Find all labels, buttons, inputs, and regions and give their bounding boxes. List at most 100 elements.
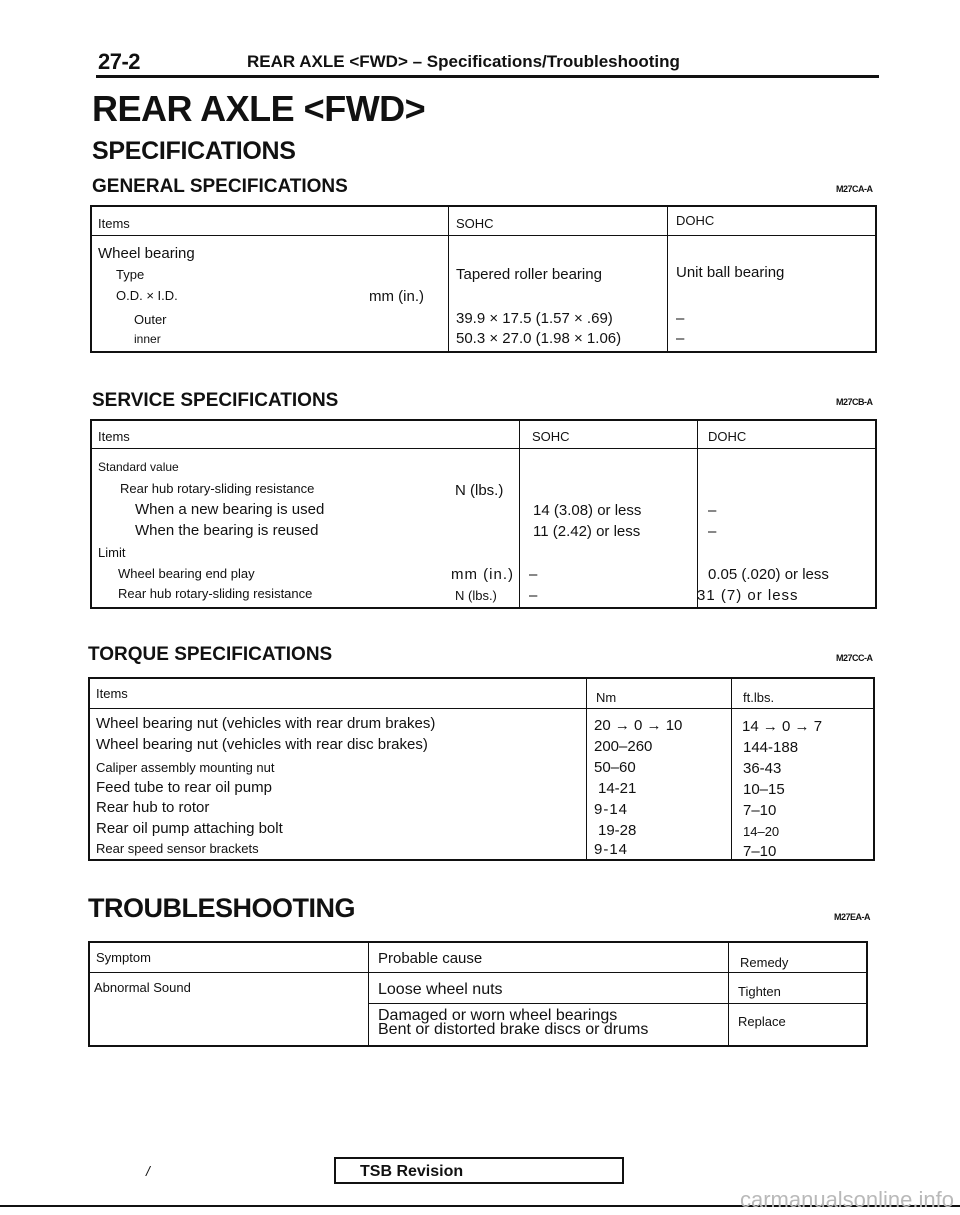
rear-hub-resistance-unit: N (lbs.): [455, 482, 504, 499]
col-dohc: DOHC: [708, 429, 747, 444]
col-symptom: Symptom: [96, 950, 151, 965]
table-top-rule: [88, 941, 868, 943]
table-border: [90, 419, 877, 609]
header-divider: [90, 448, 877, 449]
row-divider: [368, 1003, 868, 1004]
end-play-dohc: 0.05 (.020) or less: [708, 566, 829, 583]
service-specifications-heading: SERVICE SPECIFICATIONS: [92, 390, 339, 411]
end-play-sohc: –: [529, 566, 538, 583]
cause-distorted-discs: Bent or distorted brake discs or drums: [378, 1021, 649, 1038]
troubleshooting-section-code: M27EA-A: [834, 912, 871, 922]
new-bearing-sohc: 14 (3.08) or less: [533, 502, 642, 519]
torque-item: Wheel bearing nut (vehicles with rear di…: [96, 736, 428, 753]
column-divider: [368, 941, 369, 1047]
symptom-abnormal-sound: Abnormal Sound: [94, 980, 191, 995]
torque-ftlbs: 14 → 0 → 7: [742, 718, 823, 735]
torque-section-code: M27CC-A: [836, 653, 873, 663]
reused-bearing-sohc: 11 (2.42) or less: [533, 523, 641, 540]
cause-loose-wheel-nuts: Loose wheel nuts: [378, 981, 503, 998]
row-od-id: O.D. × I.D.: [116, 288, 178, 303]
col-sohc: SOHC: [456, 216, 494, 231]
stray-mark: /: [146, 1163, 150, 1179]
torque-ftlbs: 36-43: [743, 760, 782, 777]
torque-nm: 9-14: [594, 841, 629, 858]
remedy-tighten: Tighten: [738, 984, 781, 999]
column-divider: [586, 677, 587, 861]
torque-ftlbs: 7–10: [743, 802, 777, 819]
column-divider: [728, 941, 729, 1047]
header-divider: [88, 708, 875, 709]
troubleshooting-heading: TROUBLESHOOTING: [88, 893, 356, 923]
torque-ftlbs: 10–15: [743, 781, 785, 798]
row-wheel-bearing: Wheel bearing: [98, 245, 195, 262]
col-items: Items: [96, 686, 128, 701]
general-section-code: M27CA-A: [836, 184, 873, 194]
row-new-bearing: When a new bearing is used: [135, 501, 325, 518]
table-border: [90, 205, 877, 353]
table-right-rule: [866, 941, 868, 1047]
reused-bearing-dohc: –: [708, 523, 717, 540]
table-bottom-rule: [88, 1045, 868, 1047]
torque-ftlbs: 14–20: [743, 824, 780, 839]
column-divider: [519, 419, 520, 609]
limit-resistance-dohc: 31 (7) or less: [697, 587, 799, 604]
torque-nm: 19-28: [598, 822, 637, 839]
col-items: Items: [98, 429, 130, 444]
header-divider: [88, 972, 868, 973]
running-title: REAR AXLE <FWD> – Specifications/Trouble…: [247, 52, 680, 71]
page-number: 27-2: [98, 49, 141, 74]
outer-dohc: –: [676, 310, 685, 327]
limit-resistance-sohc: –: [529, 587, 538, 604]
torque-nm: 14-21: [598, 780, 637, 797]
torque-ftlbs: 144-188: [743, 739, 799, 756]
torque-nm: 200–260: [594, 738, 653, 755]
header-divider: [90, 235, 877, 236]
type-sohc: Tapered roller bearing: [456, 266, 602, 283]
torque-nm: 20 → 0 → 10: [594, 717, 683, 734]
header-rule: [96, 75, 879, 78]
torque-item: Rear oil pump attaching bolt: [96, 820, 283, 837]
torque-specifications-heading: TORQUE SPECIFICATIONS: [88, 644, 333, 665]
col-ftlbs: ft.lbs.: [743, 690, 775, 705]
col-remedy: Remedy: [740, 955, 789, 970]
torque-ftlbs: 7–10: [743, 843, 777, 860]
row-type: Type: [116, 267, 145, 282]
column-divider: [731, 677, 732, 861]
footer-rule: [0, 1205, 960, 1207]
torque-item: Rear hub to rotor: [96, 799, 210, 816]
torque-item: Feed tube to rear oil pump: [96, 779, 272, 796]
watermark: carmanualsonline.info: [739, 1187, 954, 1212]
col-dohc: DOHC: [676, 213, 715, 228]
inner-sohc: 50.3 × 27.0 (1.98 × 1.06): [456, 330, 622, 347]
col-items: Items: [98, 216, 130, 231]
torque-item: Rear speed sensor brackets: [96, 841, 259, 856]
remedy-replace: Replace: [738, 1014, 786, 1029]
row-standard-value: Standard value: [98, 460, 179, 474]
outer-sohc: 39.9 × 17.5 (1.57 × .69): [456, 310, 613, 327]
row-rear-hub-resistance: Rear hub rotary-sliding resistance: [120, 481, 315, 496]
column-divider: [667, 205, 668, 353]
col-nm: Nm: [596, 690, 617, 705]
row-outer: Outer: [134, 312, 167, 327]
col-probable-cause: Probable cause: [378, 950, 483, 967]
torque-nm: 50–60: [594, 759, 636, 776]
torque-item: Wheel bearing nut (vehicles with rear dr…: [96, 715, 436, 732]
row-inner: inner: [134, 332, 161, 346]
cause-worn-bearings: Damaged or worn wheel bearings: [378, 1007, 618, 1024]
type-dohc: Unit ball bearing: [676, 264, 785, 281]
row-limit: Limit: [98, 545, 126, 560]
tsb-revision-box: TSB Revision: [334, 1157, 624, 1184]
page-title: REAR AXLE <FWD>: [92, 88, 426, 129]
torque-item: Caliper assembly mounting nut: [96, 760, 275, 775]
new-bearing-dohc: –: [708, 502, 717, 519]
table-left-rule: [88, 941, 90, 1047]
inner-dohc: –: [676, 330, 685, 347]
service-section-code: M27CB-A: [836, 397, 873, 407]
torque-nm: 9-14: [594, 801, 629, 818]
col-sohc: SOHC: [532, 429, 570, 444]
od-id-unit: mm (in.): [369, 288, 424, 305]
limit-resistance-unit: N (lbs.): [455, 588, 497, 603]
row-end-play: Wheel bearing end play: [118, 566, 255, 581]
end-play-unit: mm (in.): [451, 566, 514, 583]
row-limit-resistance: Rear hub rotary-sliding resistance: [118, 586, 313, 601]
